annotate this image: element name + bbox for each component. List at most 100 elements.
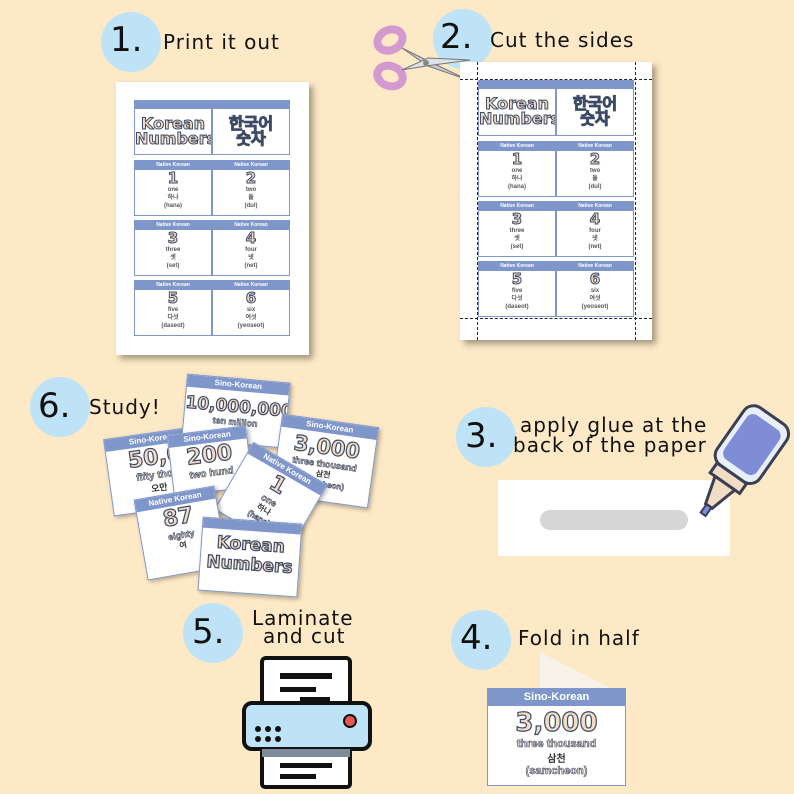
card-hangul: 셋 — [514, 236, 520, 242]
step-3-label-line2: back of the paper — [513, 433, 707, 457]
step-4-number: 4. — [460, 618, 493, 658]
sheet2-header-bar — [478, 80, 634, 88]
card-hangul: 둘 — [248, 195, 254, 201]
card-hangul: 삼천 — [547, 754, 566, 765]
title-en-line1: Korean — [484, 94, 550, 113]
card-numeral: 4 — [245, 229, 257, 247]
card-header: Sino-Korean — [186, 374, 290, 396]
card-hangul: 둘 — [592, 176, 598, 182]
step-6-circle — [30, 377, 90, 437]
sheet-header-bar — [134, 100, 290, 108]
cut-line-bottom — [460, 318, 652, 319]
folded-card: Sino-Korean 3,000 three thousand 삼천 (sam… — [487, 688, 626, 786]
cut-line-right — [635, 62, 636, 340]
card-hangul: 다섯 — [511, 296, 523, 302]
step-5-label-line1: Laminate — [252, 606, 354, 630]
title-en-line2: Numbers — [135, 129, 212, 148]
sheet-title-card-ko: 한국어 숫자 — [212, 108, 290, 155]
step-4-circle — [451, 610, 511, 670]
card-roman: (hana) — [508, 184, 526, 190]
step-1-label: Print it out — [163, 30, 280, 54]
card-header: Native Korean — [213, 281, 289, 290]
laminator-icon — [242, 656, 372, 789]
card-english: three thousand — [516, 738, 597, 751]
card-roman: (set) — [510, 244, 524, 250]
card-numeral: 3 — [511, 210, 523, 228]
step-6-label: Study! — [89, 395, 161, 419]
card-numeral: 6 — [245, 289, 257, 307]
glue-smear — [540, 510, 688, 530]
card-roman: (net) — [244, 263, 258, 269]
card-english: three — [165, 247, 181, 253]
card-english: five — [511, 288, 523, 294]
sheet2-title-card-ko: 한국어 숫자 — [556, 88, 634, 136]
card-roman: (samcheon) — [525, 765, 588, 778]
card-numeral: 3,000 — [515, 707, 598, 738]
scissors-icon — [373, 25, 471, 91]
fold-flap — [540, 652, 610, 688]
title-ko-line1: 한국어 — [228, 114, 274, 133]
step-5-circle — [183, 603, 243, 663]
card-header: Native Korean — [479, 262, 555, 271]
cut-line-top — [460, 79, 652, 80]
card-numeral: 1 — [511, 150, 523, 168]
card-english: five — [167, 307, 179, 313]
card-numeral: 5 — [511, 270, 523, 288]
card-hangul: 넷 — [248, 255, 254, 261]
step-3-number: 3. — [465, 416, 498, 456]
title-ko-line2: 숫자 — [236, 129, 266, 148]
card-numeral: 1 — [167, 169, 179, 187]
card-header: Native Korean — [557, 262, 633, 271]
card-header: Native Korean — [135, 161, 211, 170]
card-hangul: 하나 — [167, 195, 179, 201]
card-english: two — [245, 187, 257, 193]
step-2-label: Cut the sides — [490, 28, 635, 52]
card-hangul: 여섯 — [589, 296, 601, 302]
card-english: four — [589, 228, 601, 234]
card-roman: (daseot) — [505, 304, 529, 310]
card-english: six — [590, 288, 600, 294]
card-hangul: 다섯 — [167, 315, 179, 321]
card-header: Native Korean — [557, 202, 633, 211]
card-numeral: 5 — [167, 289, 179, 307]
card-numeral: 4 — [589, 210, 601, 228]
card-numeral: 6 — [589, 270, 601, 288]
step-1-circle — [101, 12, 161, 72]
card-roman: (daseot) — [161, 323, 185, 329]
card-header: Native Korean — [213, 221, 289, 230]
title-ko-line1: 한국어 — [572, 94, 618, 113]
card-roman: (yeoseot) — [581, 304, 609, 310]
sheet-title-card-en: Korean Numbers — [134, 108, 212, 155]
study-card-title: Korean Numbers — [197, 516, 303, 598]
card-header: Native Korean — [479, 202, 555, 211]
card-roman: (set) — [166, 263, 180, 269]
card-roman: (hana) — [164, 203, 182, 209]
card-header: Native Korean — [479, 142, 555, 151]
card-header: Native Korean — [135, 221, 211, 230]
card-numeral: 3 — [167, 229, 179, 247]
card-header: Native Korean — [213, 161, 289, 170]
step-5-label-line2: and cut — [263, 624, 346, 648]
card-header: Native Korean — [135, 281, 211, 290]
card-english: one — [167, 187, 179, 193]
card-numeral: 2 — [245, 169, 257, 187]
step-4-label: Fold in half — [518, 626, 640, 650]
step-6-number: 6. — [38, 386, 71, 426]
card-english: three — [509, 228, 525, 234]
title-en-line2: Numbers — [479, 109, 556, 128]
card-english: four — [245, 247, 257, 253]
step-3-circle — [456, 407, 516, 467]
card-header: Sino-Korean — [488, 689, 625, 706]
title-en-line1: Korean — [140, 114, 206, 133]
